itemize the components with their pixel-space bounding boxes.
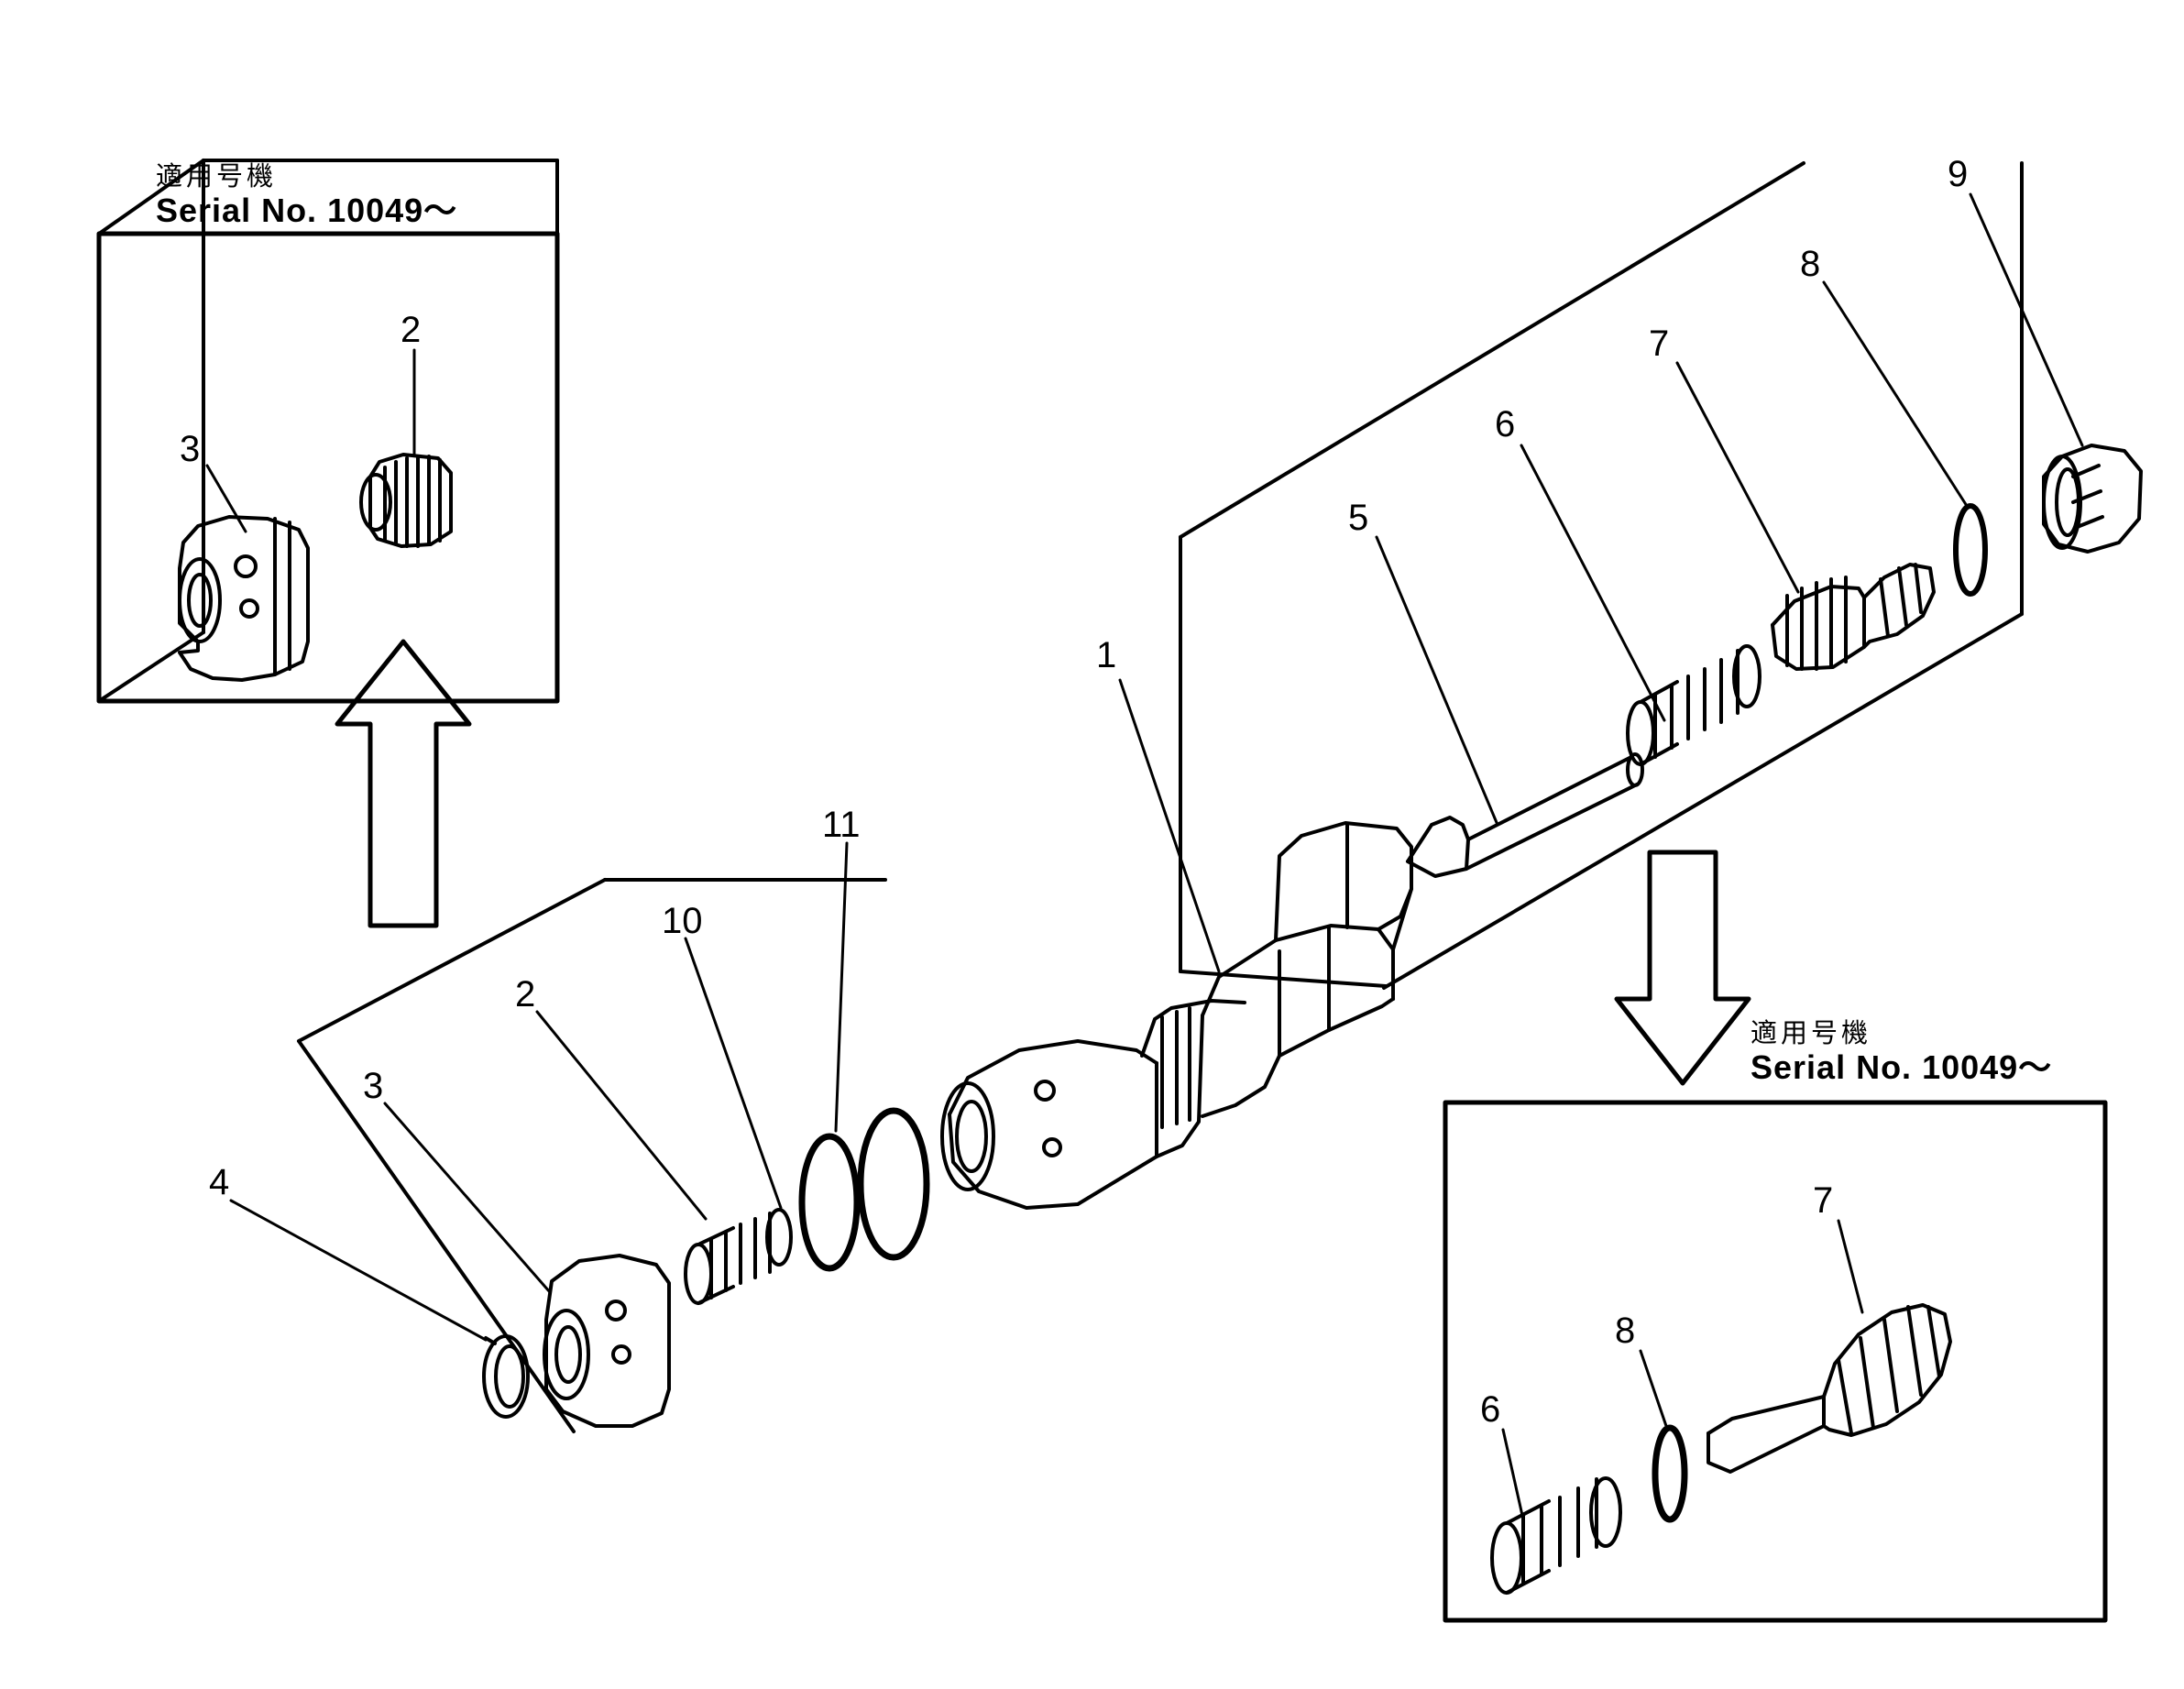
callout-3-upper: 3 [180,429,201,469]
callout-2-upper: 2 [401,310,422,350]
callout-6-inset: 6 [1480,1389,1501,1430]
inset-box-upper-left [96,159,560,704]
leader-line-7 [1675,361,1800,594]
callout-4: 4 [209,1162,230,1202]
part-7-adjusting-screw-inset [1707,1303,1952,1474]
serial-note-lower-right-jp: 適用号機 [1750,1017,1872,1048]
callout-2-lower: 2 [515,974,536,1014]
serial-note-upper-left-en: Serial No. 10049〜 [156,192,458,230]
leader-line-3-upper [205,464,247,533]
callout-9: 9 [1948,154,1969,194]
leader-line-11 [834,841,849,1133]
leader-line-8-inset [1639,1349,1668,1428]
leader-line-1 [1118,678,1221,973]
part-6-spring-inset [1490,1476,1622,1595]
callout-1: 1 [1096,635,1117,675]
leader-line-8 [1822,280,1969,508]
leader-line-4 [229,1199,488,1342]
part-4-snap-ring [482,1334,530,1419]
callout-3-lower: 3 [363,1066,384,1106]
serial-note-lower-right: 適用号機 Serial No. 10049〜 [1750,1017,2052,1088]
leader-line-9 [1969,192,2084,447]
leader-line-6 [1520,444,1666,722]
part-2-sleeve-plug-upper [359,453,453,548]
leader-line-10 [684,937,783,1210]
part-8-o-ring [1953,503,1988,597]
part-6-spring [1626,644,1761,766]
part-3-sleeve-housing-upper [178,515,310,682]
serial-note-upper-left-jp: 適用号機 [156,160,278,192]
serial-note-upper-left: 適用号機 Serial No. 10049〜 [156,160,457,231]
leader-line-3-lower [383,1102,552,1294]
leader-line-2-lower [535,1010,708,1221]
part-11-o-rings [798,1107,930,1272]
callout-5: 5 [1348,498,1369,538]
leader-line-6-inset [1501,1428,1525,1521]
arrow-down-to-lower-inset [1614,850,1751,1086]
callout-6: 6 [1495,404,1516,444]
callout-10: 10 [662,901,703,941]
arrow-up-to-upper-inset [335,639,472,928]
part-1-valve-body [940,821,1413,1210]
leader-line-7-inset [1837,1219,1864,1314]
callout-7-inset: 7 [1813,1180,1834,1221]
part-8-o-ring-inset [1652,1424,1688,1523]
leader-line-5 [1375,535,1499,827]
group-frame-upper-right [1179,161,2024,990]
part-5-poppet-pin [1406,752,1644,878]
part-7-adjusting-screw [1771,563,1936,671]
inset-box-lower-right [1443,1100,2108,1623]
callout-7: 7 [1649,324,1670,364]
group-frame-lower-left [297,878,887,1433]
callout-11: 11 [822,805,861,845]
callout-8: 8 [1800,244,1821,284]
part-2-spring-lower [684,1208,793,1305]
serial-note-lower-right-en: Serial No. 10049〜 [1750,1048,2053,1087]
callout-8-inset: 8 [1615,1311,1636,1351]
part-3-sleeve-housing-lower [543,1254,671,1428]
part-9-lock-nut [2042,444,2143,554]
